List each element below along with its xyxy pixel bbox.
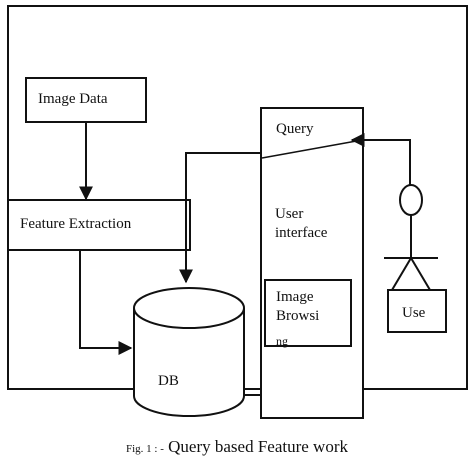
user-left-leg [391, 257, 412, 291]
arrow-feature-to-db [79, 250, 133, 355]
user-right-leg [410, 257, 431, 291]
db-cylinder [133, 308, 245, 417]
feature-extraction-box [7, 199, 191, 251]
figure-caption-prefix: Fig. 1 : - [125, 443, 164, 455]
db-cylinder-top [133, 287, 245, 329]
user-interface-label-line1: User [275, 206, 303, 222]
db-label: DB [158, 373, 179, 389]
user-head-icon [399, 184, 423, 216]
feature-extraction-label: Feature Extraction [20, 216, 132, 232]
query-divider [261, 139, 363, 159]
user-interface-label-line2: interface [275, 225, 328, 241]
arrow-user-to-query [350, 133, 411, 185]
user-interface-box [260, 107, 364, 419]
query-label: Query [276, 121, 314, 137]
user-label: Use [402, 305, 426, 321]
image-browsing-box [264, 279, 352, 347]
image-browsing-label-line2: Browsi [276, 308, 319, 324]
image-data-label: Image Data [38, 91, 108, 107]
image-browsing-label-line1: Image [276, 289, 314, 305]
figure-caption: Fig. 1 : - Query based Feature work [0, 437, 474, 457]
user-box [387, 289, 447, 333]
arrow-query-to-db [179, 152, 262, 284]
image-browsing-label-line3: ng [276, 334, 288, 348]
figure-caption-text: Query based Feature work [168, 437, 348, 456]
